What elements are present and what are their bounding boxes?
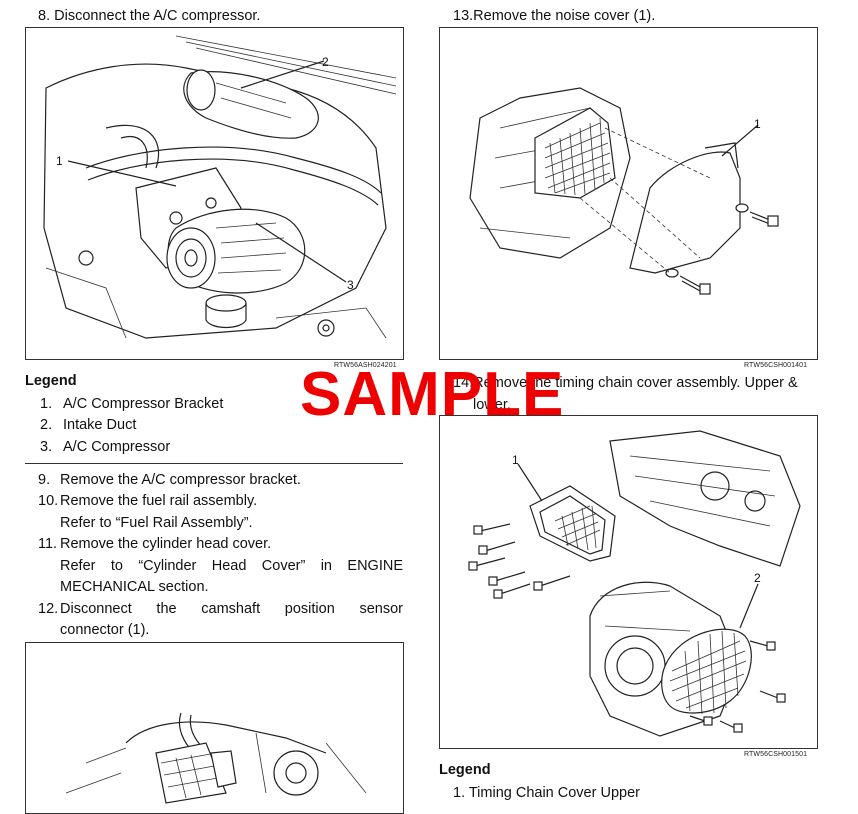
mesh-pattern-lower bbox=[669, 630, 747, 715]
step-11-ref-cont: MECHANICAL section. bbox=[60, 579, 209, 595]
step-10-ref: Refer to “Fuel Rail Assembly”. bbox=[60, 515, 253, 531]
step-14: 14.Remove the timing chain cover assembl… bbox=[453, 375, 798, 391]
callout-3: 3 bbox=[347, 278, 354, 292]
step-14-cont: lower. bbox=[473, 397, 511, 413]
figure-code-2: RTW56CSH001401 bbox=[744, 362, 808, 369]
step-10: 10.Remove the fuel rail assembly. bbox=[38, 493, 258, 509]
sensor-illustration bbox=[65, 712, 367, 804]
timing-cover-illustration: 1 2 bbox=[468, 430, 801, 737]
figure-code-3: RTW56CSH001501 bbox=[744, 751, 808, 758]
legend-item-3: 3.A/C Compressor bbox=[40, 439, 171, 455]
figure-code-1: RTW56ASH024201 bbox=[334, 362, 397, 369]
bolt-upper bbox=[735, 203, 779, 227]
engine-illustration: 2 1 3 bbox=[43, 35, 397, 339]
legend-item-1: 1.A/C Compressor Bracket bbox=[40, 396, 224, 412]
sample-watermark: SAMPLE bbox=[300, 360, 565, 429]
step-8: 8. Disconnect the A/C compressor. bbox=[38, 8, 261, 24]
step-11-ref: Refer to “Cylinder Head Cover” in ENGINE bbox=[60, 558, 403, 574]
section-divider bbox=[25, 463, 403, 464]
figure-timing-chain-cover: 1 2 bbox=[439, 415, 818, 749]
step-11: 11.Remove the cylinder head cover. bbox=[38, 536, 272, 552]
legend-title-left: Legend bbox=[25, 373, 77, 389]
callout-timing-1: 1 bbox=[512, 453, 519, 467]
callout-2: 2 bbox=[322, 55, 329, 69]
legend-title-right: Legend bbox=[439, 762, 491, 778]
step-13: 13.Remove the noise cover (1). bbox=[453, 8, 656, 24]
callout-1: 1 bbox=[56, 154, 63, 168]
figure-ac-compressor: 2 1 3 bbox=[25, 27, 404, 360]
legend-item-2: 2.Intake Duct bbox=[40, 417, 137, 433]
figure-camshaft-sensor bbox=[25, 642, 404, 814]
step-12-cont: connector (1). bbox=[60, 622, 150, 638]
step-12: 12.Disconnect the camshaft position sens… bbox=[38, 601, 403, 617]
figure-noise-cover: 1 bbox=[439, 27, 818, 360]
noise-cover-illustration: 1 bbox=[469, 87, 779, 295]
callout-noise-cover-1: 1 bbox=[754, 117, 761, 131]
bolt-lower bbox=[665, 268, 711, 295]
mesh-pattern-upper bbox=[554, 505, 601, 551]
step-9: 9.Remove the A/C compressor bracket. bbox=[38, 472, 301, 488]
mesh-pattern-left bbox=[544, 117, 611, 196]
legend-right-item-1: 1. Timing Chain Cover Upper bbox=[453, 785, 640, 801]
callout-timing-2: 2 bbox=[754, 571, 761, 585]
